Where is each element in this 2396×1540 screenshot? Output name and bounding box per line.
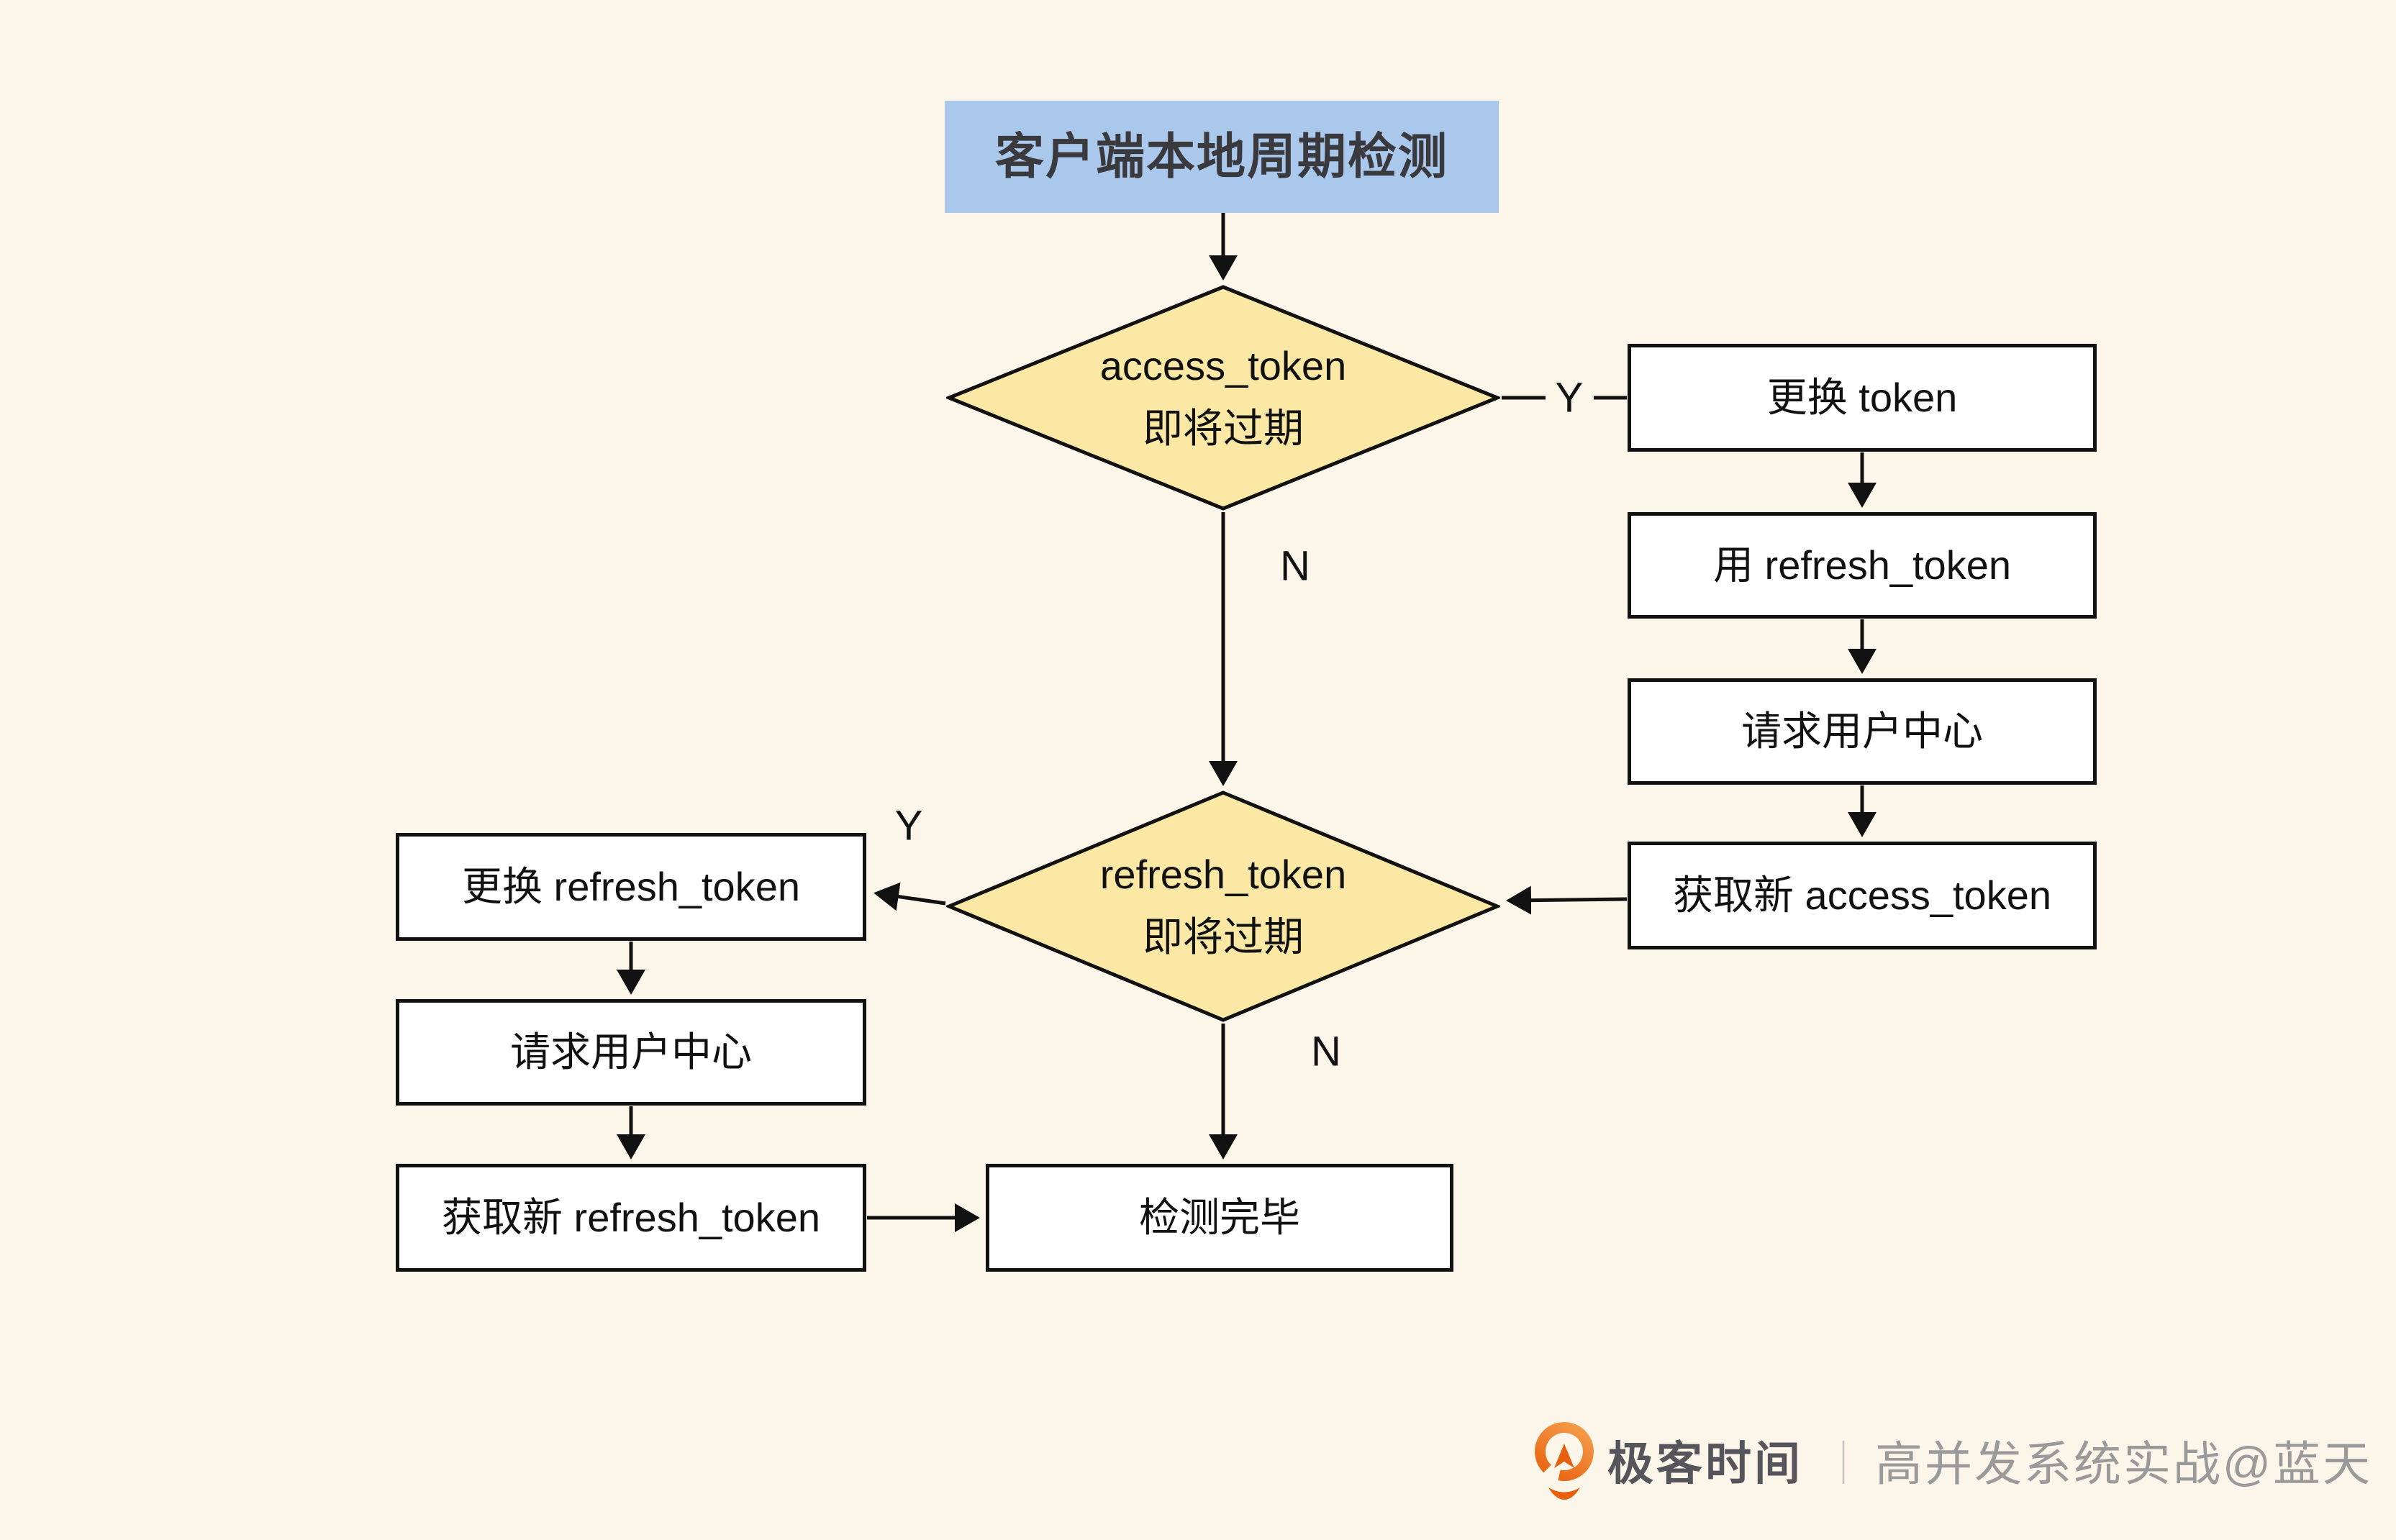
node-get-new-access-token-label: 获取新 access_token	[1673, 872, 2051, 918]
footer-watermark-bar: 极客时间 ｜ 高并发系统实战@蓝天	[1530, 1416, 2372, 1505]
diamond-shape	[946, 790, 1500, 1022]
access-check-line2: 即将过期	[1143, 406, 1304, 451]
node-access-token-check: access_token 即将过期	[946, 284, 1500, 511]
access-check-line1: access_token	[1099, 343, 1347, 389]
node-use-refresh-token-label: 用 refresh_token	[1713, 542, 2011, 588]
node-request-user-center-left-label: 请求用户中心	[510, 1029, 752, 1075]
node-get-new-refresh-token: 获取新 refresh_token	[396, 1164, 866, 1272]
node-swap-refresh-token: 更换 refresh_token	[396, 833, 866, 941]
node-done: 检测完毕	[986, 1164, 1453, 1272]
node-request-user-center-right-label: 请求用户中心	[1741, 709, 1983, 754]
refresh-check-line2: 即将过期	[1143, 914, 1304, 960]
branch-label-no-bottom: N	[1311, 1028, 1341, 1075]
geektime-logo-icon	[1535, 1422, 1594, 1500]
node-request-user-center-left: 请求用户中心	[396, 999, 866, 1106]
node-request-user-center-right: 请求用户中心	[1628, 678, 2097, 785]
node-title: 客户端本地周期检测	[945, 101, 1499, 213]
node-use-refresh-token: 用 refresh_token	[1628, 512, 2097, 619]
node-get-new-refresh-token-label: 获取新 refresh_token	[442, 1195, 820, 1240]
footer-watermark-text: 高并发系统实战@蓝天	[1875, 1437, 2372, 1490]
node-swap-token: 更换 token	[1628, 344, 2097, 452]
refresh-check-line1: refresh_token	[1099, 852, 1347, 898]
node-access-token-check-label: access_token 即将过期	[1100, 335, 1346, 460]
edge-get-access-to-refresh-check	[1506, 885, 1628, 915]
footer-separator: ｜	[1822, 1439, 1865, 1488]
branch-label-yes-top: Y	[1555, 374, 1584, 422]
diamond-shape	[946, 285, 1500, 511]
node-swap-token-label: 更换 token	[1766, 375, 1958, 420]
node-get-new-access-token: 获取新 access_token	[1628, 842, 2097, 949]
geektime-brand-text: 极客时间	[1607, 1438, 1803, 1490]
node-refresh-token-check: refresh_token 即将过期	[946, 790, 1500, 1023]
node-swap-refresh-token-label: 更换 refresh_token	[462, 864, 800, 909]
edge-refresh-check-to-swap-refresh-y	[873, 882, 946, 911]
node-refresh-token-check-label: refresh_token 即将过期	[1100, 844, 1346, 969]
node-done-label: 检测完毕	[1139, 1195, 1300, 1240]
branch-label-no-mid: N	[1280, 542, 1310, 590]
node-title-label: 客户端本地周期检测	[994, 129, 1448, 184]
branch-label-yes-left: Y	[894, 802, 923, 849]
